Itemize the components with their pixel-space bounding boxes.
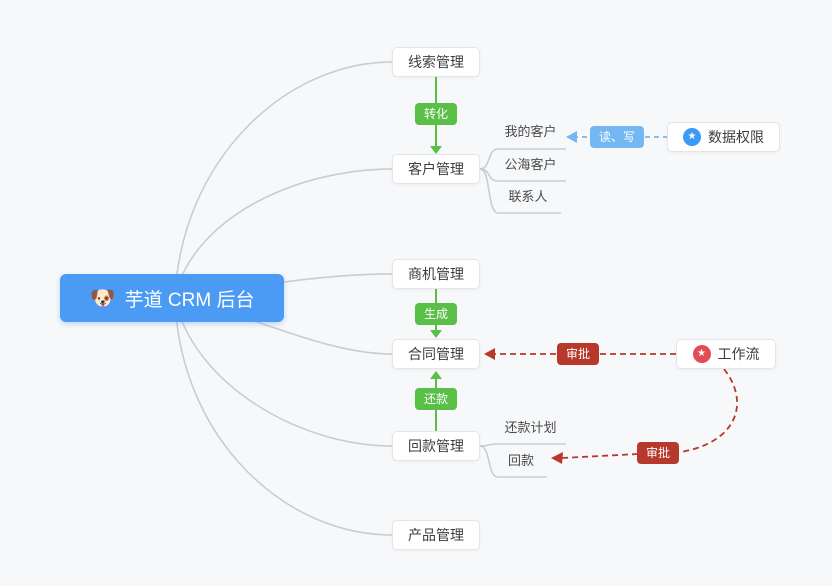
central-title: 芋道 CRM 后台 — [124, 289, 255, 311]
node-data-permission[interactable]: ★ 数据权限 — [667, 122, 780, 152]
data-permission-label: 数据权限 — [708, 129, 764, 145]
badge-repay: 还款 — [414, 388, 458, 410]
leaf-receivable-record[interactable]: 回款 — [507, 453, 534, 468]
badge-generate: 生成 — [414, 303, 458, 325]
edge-central-product — [174, 301, 393, 536]
node-customer-management[interactable]: 客户管理 — [392, 154, 480, 184]
contract-approve-arrowhead — [484, 348, 495, 360]
badge-convert: 转化 — [414, 103, 458, 125]
badge-approve-contract: 审批 — [556, 343, 600, 365]
node-receivable-management[interactable]: 回款管理 — [392, 431, 480, 461]
edge-customer-my — [479, 148, 566, 170]
edge-receivable-plan — [479, 443, 566, 447]
node-workflow[interactable]: ★ 工作流 — [676, 339, 776, 369]
edge-central-receivable — [174, 299, 393, 447]
edge-approve-receivable — [561, 453, 639, 459]
edge-central-lead — [174, 61, 393, 297]
edge-receivable-record — [479, 445, 547, 478]
badge-read-write: 读、写 — [589, 126, 645, 148]
node-product-management[interactable]: 产品管理 — [392, 520, 480, 550]
node-contract-management[interactable]: 合同管理 — [392, 339, 480, 369]
generate-arrowhead — [430, 330, 442, 338]
edge-workflow-receivable-curve — [680, 368, 738, 453]
edge-customer-contact — [479, 168, 561, 214]
repay-arrowhead — [430, 371, 442, 379]
leaf-repayment-plan[interactable]: 还款计划 — [504, 420, 557, 435]
star-icon: ★ — [692, 345, 711, 363]
leaf-contact[interactable]: 联系人 — [508, 189, 548, 204]
node-lead-management[interactable]: 线索管理 — [392, 47, 480, 77]
dog-logo-icon: 🐶 — [89, 286, 116, 310]
node-business-management[interactable]: 商机管理 — [392, 259, 480, 289]
edge-central-customer — [174, 168, 393, 297]
workflow-label: 工作流 — [717, 346, 760, 362]
central-node-crm-backend[interactable]: 🐶 芋道 CRM 后台 — [60, 274, 284, 322]
star-icon: ★ — [683, 128, 701, 146]
badge-approve-receivable: 审批 — [636, 442, 680, 464]
leaf-public-customer[interactable]: 公海客户 — [504, 157, 557, 172]
receivable-approve-arrowhead — [551, 452, 563, 464]
convert-arrowhead — [430, 146, 442, 154]
readwrite-arrowhead — [566, 131, 577, 143]
leaf-my-customer[interactable]: 我的客户 — [504, 124, 557, 139]
